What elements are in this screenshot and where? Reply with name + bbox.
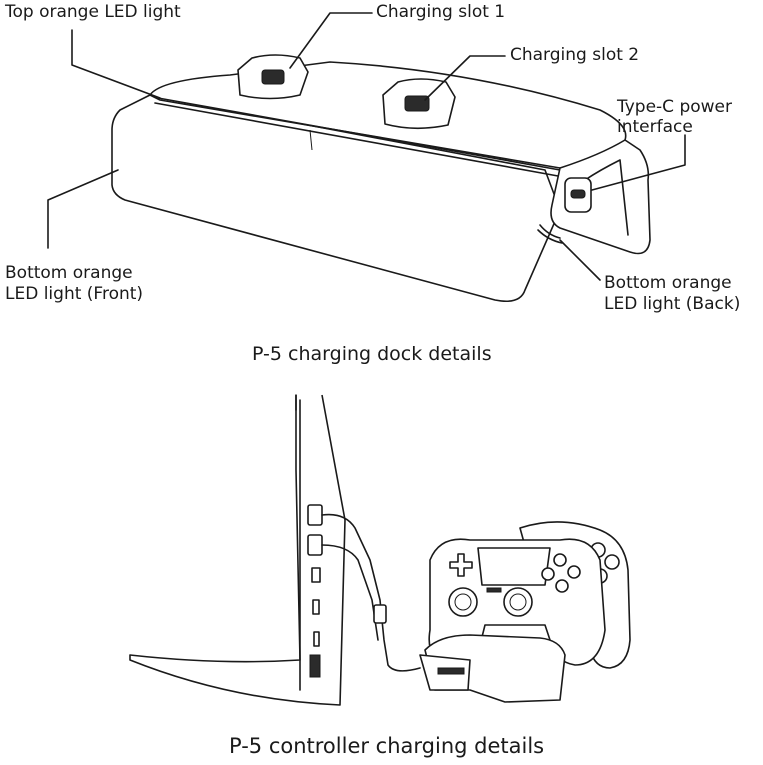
dock-back-stand <box>550 139 651 255</box>
slot-1-connector <box>261 69 285 85</box>
slot-2-connector <box>404 95 430 112</box>
front-panel-seam <box>309 129 313 151</box>
console-vent <box>309 654 321 678</box>
console-tower <box>129 394 346 706</box>
label-front-led-line1: Bottom orange <box>5 263 133 283</box>
back-led-strip <box>537 224 563 244</box>
label-top-led: Top orange LED light <box>5 2 181 22</box>
leader-top-led <box>71 29 161 99</box>
dock-base <box>424 634 566 703</box>
controller-caption: P-5 controller charging details <box>229 734 545 758</box>
front-controller-touchpad <box>477 547 551 586</box>
label-back-led-line1: Bottom orange <box>604 273 732 293</box>
console-port-3 <box>311 567 321 583</box>
charging-dock-illustration <box>47 12 686 303</box>
face-button-triangle <box>553 553 567 567</box>
back-controller <box>519 521 631 669</box>
leader-back-led <box>559 239 601 281</box>
left-thumbstick <box>448 587 478 617</box>
label-typec-line2: interface <box>617 117 693 137</box>
console-port-5 <box>313 631 320 647</box>
console-port-4 <box>312 599 320 615</box>
face-button-circle <box>567 565 581 579</box>
dock-back-stand-inner <box>584 159 629 236</box>
leader-front-led <box>47 169 119 249</box>
right-thumbstick <box>503 587 533 617</box>
leader-slot-1 <box>289 12 373 69</box>
label-typec-line1: Type-C power <box>617 97 732 117</box>
label-charging-slot-1: Charging slot 1 <box>376 2 506 22</box>
cable-connector <box>373 604 387 624</box>
back-controller-button-3 <box>577 554 593 570</box>
dock-base-vent <box>437 667 465 675</box>
dpad <box>449 553 473 577</box>
speaker-grille <box>486 587 502 593</box>
back-controller-button-2 <box>604 554 620 570</box>
dock-front-panel <box>111 94 561 303</box>
label-back-led-line2: LED light (Back) <box>604 294 741 314</box>
label-front-led-line2: LED light (Front) <box>5 284 144 304</box>
dock-base-front <box>419 654 471 691</box>
front-controller <box>428 538 606 667</box>
leader-slot-2 <box>424 55 506 101</box>
console-usb-port-1 <box>307 504 323 526</box>
top-led-strip <box>154 97 561 177</box>
back-controller-button-4 <box>592 568 608 584</box>
right-thumbstick-inner <box>509 593 527 611</box>
dock-caption: P-5 charging dock details <box>252 343 492 365</box>
leader-typec <box>591 134 686 191</box>
console-edge <box>295 394 301 691</box>
left-thumbstick-inner <box>454 593 472 611</box>
typec-port-hole <box>570 189 586 199</box>
back-controller-button <box>590 542 606 558</box>
usb-cable <box>321 513 421 672</box>
console-usb-port-2 <box>307 534 323 556</box>
face-button-cross <box>555 579 569 593</box>
label-charging-slot-2: Charging slot 2 <box>510 45 640 65</box>
usb-cable-2 <box>321 544 379 641</box>
face-button-square <box>541 567 555 581</box>
